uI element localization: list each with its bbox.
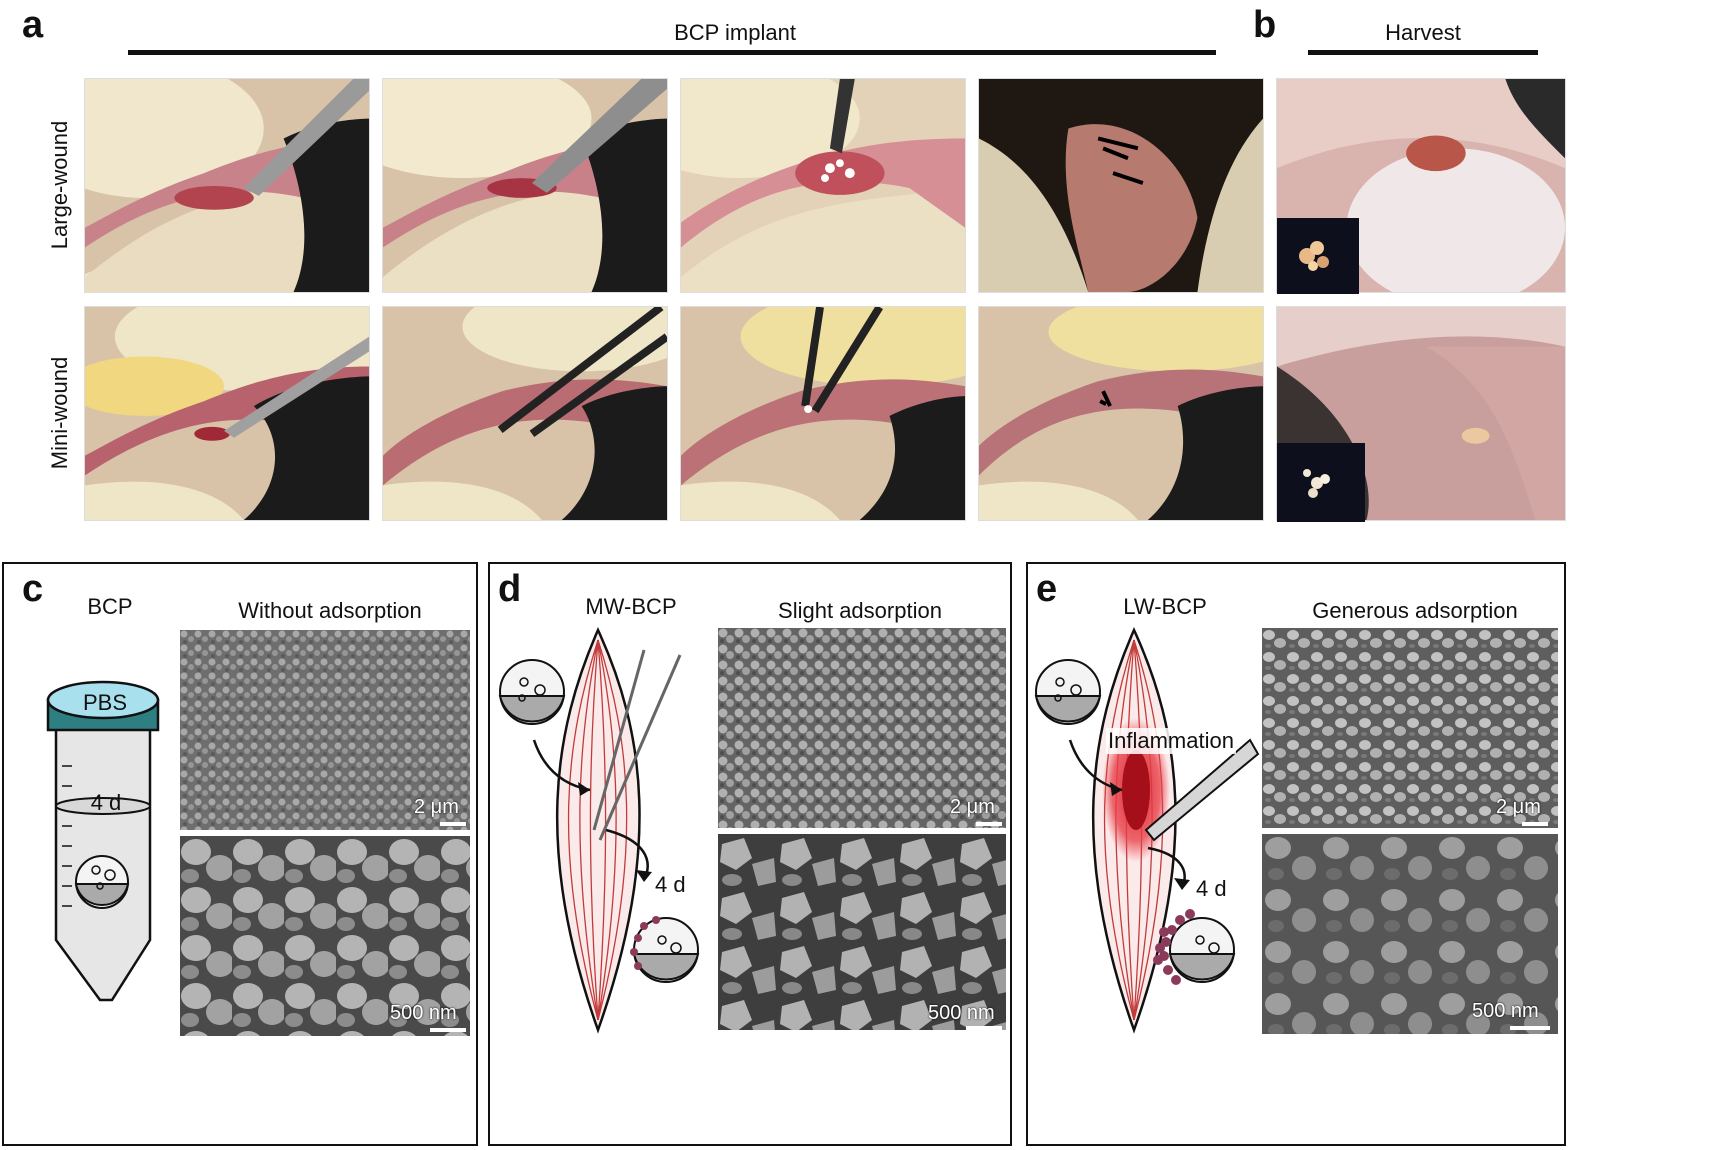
scale-label-c-top: 2 μm [414,796,459,818]
inset-large-wound-particles [1277,218,1359,294]
panel-e-sem-title: Generous adsorption [1312,598,1518,623]
lw-muscle-diagram [1030,626,1260,1040]
panel-letter-d: d [498,568,522,610]
panel-c-sem-title: Without adsorption [238,598,422,623]
sem-c-top [180,630,470,830]
photo-large-wound-implant [680,78,966,293]
scale-bar-d-top [976,822,1002,826]
row-label-mini-wound: Mini-wound [47,356,72,470]
inflammation-label: Inflammation [1106,728,1236,754]
sem-e-bottom [1262,834,1558,1034]
scale-label-c-bottom: 500 nm [390,1002,457,1024]
panel-d-label: MW-BCP [585,594,677,619]
header-harvest: Harvest [1385,20,1461,45]
lw-arrow-time: 4 d [1196,876,1227,901]
photo-mini-wound-dissection [382,306,668,521]
photo-mini-wound-sutured [978,306,1264,521]
sem-c-bottom [180,836,470,1036]
scale-bar-c-top [440,822,466,826]
photo-mini-wound-implant [680,306,966,521]
sem-d-top [718,628,1006,828]
scale-bar-e-top [1522,822,1548,826]
scale-label-e-bottom: 500 nm [1472,1000,1539,1022]
photo-large-wound-sutured [978,78,1264,293]
scale-bar-c-bottom [430,1028,466,1032]
inset-mini-wound-particles [1277,443,1365,522]
scale-bar-e-bottom [1510,1026,1550,1030]
implant-rule [128,50,1216,55]
row-label-large-wound: Large-wound [47,120,72,250]
panel-letter-c: c [22,568,44,610]
tube-time-label: 4 d [90,790,122,815]
scale-label-e-top: 2 μm [1496,796,1541,818]
panel-d-sem-title: Slight adsorption [778,598,942,623]
sem-e-top [1262,628,1558,828]
panel-letter-e: e [1036,568,1058,610]
panel-c-label: BCP [87,594,133,619]
pbs-tube-diagram [42,670,162,1010]
header-bcp-implant: BCP implant [674,20,796,45]
panel-letter-b: b [1253,4,1277,46]
photo-large-wound-dissection [382,78,668,293]
mw-muscle-diagram [494,626,714,1040]
photo-large-wound-incision [84,78,370,293]
tube-cap-label: PBS [82,690,128,715]
scale-bar-d-bottom [966,1026,1002,1030]
panel-e-label: LW-BCP [1123,594,1207,619]
photo-mini-wound-incision [84,306,370,521]
mw-arrow-time: 4 d [655,872,686,897]
harvest-rule [1308,50,1538,55]
scale-label-d-bottom: 500 nm [928,1002,995,1024]
scale-label-d-top: 2 μm [950,796,995,818]
sem-d-bottom [718,834,1006,1030]
panel-letter-a: a [22,4,44,46]
